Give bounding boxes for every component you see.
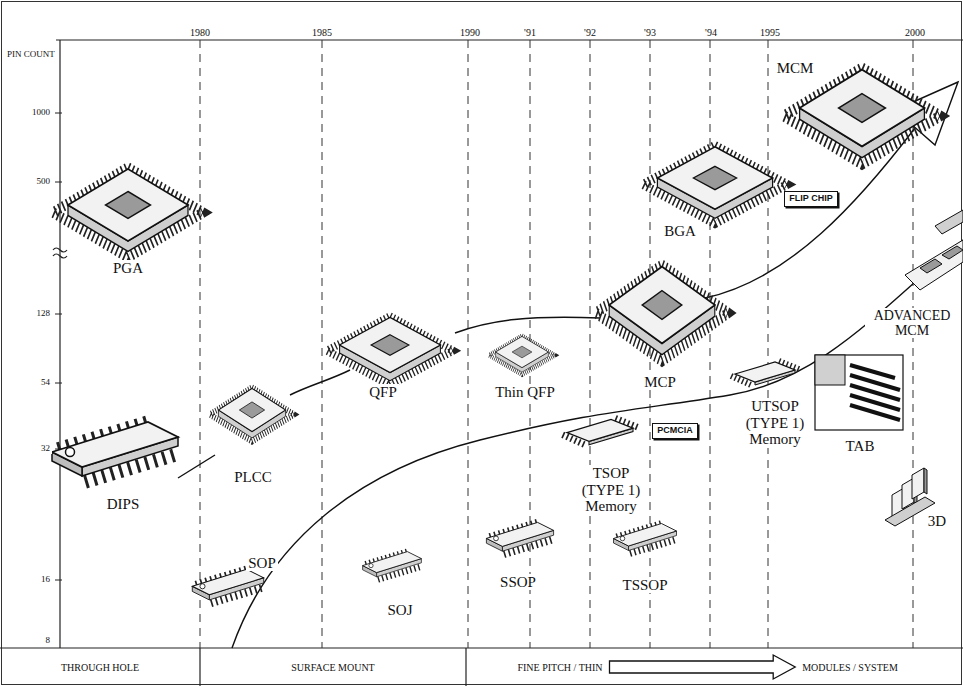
year-gridline [200,40,913,648]
node-text: MODULES / SYSTEM [802,662,898,673]
package-name: TSOP (TYPE 1) Memory [576,465,646,515]
package-name: SOP [246,555,278,572]
pin-count-tick: 500 [35,177,53,187]
package-name: TSSOP [620,577,669,594]
package-name: ADVANCED MCM [865,308,959,339]
pin-count-tick: 54 [39,378,52,388]
year-label: '94 [703,27,719,38]
axis-title: PIN COUNT [3,50,59,60]
package-name: MCM [775,60,816,77]
advanced-mcm-drawing [905,210,963,290]
trend-curve [178,82,963,648]
package-name: SSOP [498,574,538,591]
node-text: THROUGH HOLE [61,662,139,673]
block-arrow [610,655,796,679]
pin-count-tick: 8 [44,636,53,646]
pin-count-tick: 32 [39,444,52,454]
era-band-cell: THROUGH HOLE [58,661,142,674]
package-name: 3D [926,513,948,530]
package-name: PGA [111,260,145,277]
package-name: BGA [662,223,698,240]
era-band-cell: SURFACE MOUNT [288,661,377,674]
pin-count-tick: 16 [39,575,52,585]
package-drawing [52,68,940,603]
era-band-cell: MODULES / SYSTEM [799,661,901,674]
boxed-tag: PCMCIA [652,423,698,439]
package-name: TAB [844,438,877,455]
node-text: PCMCIA [657,425,693,435]
package-name: PLCC [232,469,274,486]
package-name: SOJ [385,602,414,619]
tab-drawing [815,355,903,430]
year-label: 1995 [758,27,782,38]
package-name: UTSOP (TYPE 1) Memory [739,398,811,448]
node-text: FLIP CHIP [789,193,832,203]
year-label: '91 [522,27,538,38]
package-name: DIPS [105,496,142,513]
year-label: 1980 [188,27,212,38]
pin-count-tick: 1000 [30,108,52,118]
node-text: SURFACE MOUNT [291,662,374,673]
node-text: FINE PITCH / THIN [517,662,602,673]
year-label: 2000 [903,27,927,38]
year-label: 1985 [310,27,334,38]
year-label: '92 [582,27,598,38]
package-name: MCP [642,374,678,391]
era-band-cell: FINE PITCH / THIN [514,661,605,674]
pin-count-tick: 128 [35,309,53,319]
axes [0,40,963,686]
boxed-tag: FLIP CHIP [784,191,837,207]
package-name: QFP [367,384,399,401]
year-label: 1990 [458,27,482,38]
package-name: Thin QFP [493,384,557,401]
year-label: '93 [642,27,658,38]
